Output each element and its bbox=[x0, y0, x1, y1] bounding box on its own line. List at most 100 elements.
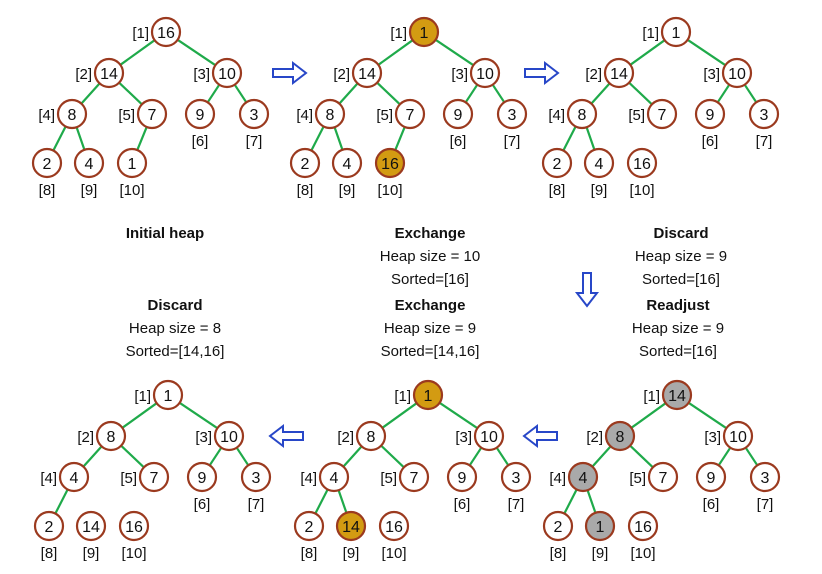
heap-node-value: 14 bbox=[342, 519, 360, 536]
heap-node bbox=[566, 98, 598, 130]
heap-node bbox=[695, 461, 727, 493]
heap-node-value: 8 bbox=[578, 107, 587, 124]
heap-index-label: [2] bbox=[586, 429, 603, 446]
heap-index-label: [7] bbox=[757, 496, 774, 513]
heap-index-label: [9] bbox=[591, 182, 608, 199]
heap-node bbox=[394, 98, 426, 130]
heap-node bbox=[289, 147, 321, 179]
heap-node bbox=[150, 16, 182, 48]
heap-node bbox=[75, 510, 107, 542]
heap-node-value: 9 bbox=[707, 470, 716, 487]
heap-node-value: 2 bbox=[553, 156, 562, 173]
heap-tree-exchange-2: 1[1]8[2]10[3]4[4]7[5]9[6]3[7]2[8]14[9]16… bbox=[293, 379, 532, 562]
heap-index-label: [4] bbox=[548, 107, 565, 124]
heap-node bbox=[184, 98, 216, 130]
heap-index-label: [7] bbox=[756, 133, 773, 150]
heap-node-value: 16 bbox=[157, 25, 175, 42]
tree-edge bbox=[687, 38, 726, 67]
heap-node-value: 8 bbox=[367, 429, 376, 446]
tree-edge bbox=[381, 402, 418, 429]
heap-node-value: 16 bbox=[385, 519, 403, 536]
heap-node-value: 8 bbox=[68, 107, 77, 124]
tree-edge bbox=[380, 444, 405, 469]
heap-node bbox=[374, 147, 406, 179]
heap-node-value: 9 bbox=[454, 107, 463, 124]
heap-node bbox=[749, 461, 781, 493]
heap-index-label: [8] bbox=[301, 545, 318, 562]
heap-node bbox=[351, 57, 383, 89]
heap-index-label: [2] bbox=[585, 66, 602, 83]
heap-node bbox=[213, 420, 245, 452]
tree-edge bbox=[136, 126, 148, 151]
heap-index-label: [1] bbox=[390, 25, 407, 42]
heap-node bbox=[93, 57, 125, 89]
heap-node bbox=[314, 98, 346, 130]
heap-index-label: [5] bbox=[380, 470, 397, 487]
caption-sorted: Sorted=[14,16] bbox=[380, 343, 480, 360]
heap-node-value: 9 bbox=[458, 470, 467, 487]
heap-node bbox=[694, 98, 726, 130]
heap-node bbox=[118, 510, 150, 542]
heap-node-value: 2 bbox=[301, 156, 310, 173]
heap-index-label: [9] bbox=[339, 182, 356, 199]
tree-edge bbox=[563, 488, 578, 515]
heap-node-value: 14 bbox=[82, 519, 100, 536]
heap-node-value: 1 bbox=[596, 519, 605, 536]
heap-index-label: [6] bbox=[450, 133, 467, 150]
tree-edge bbox=[591, 445, 612, 468]
heap-index-label: [6] bbox=[454, 496, 471, 513]
heap-node bbox=[56, 98, 88, 130]
heap-node bbox=[335, 510, 367, 542]
heap-node-value: 10 bbox=[728, 66, 746, 83]
tree-edge bbox=[688, 401, 727, 430]
heap-node-value: 16 bbox=[381, 156, 399, 173]
caption-title: Discard bbox=[653, 225, 709, 242]
heap-index-label: [6] bbox=[702, 133, 719, 150]
heap-index-label: [10] bbox=[381, 545, 406, 562]
heap-node-value: 1 bbox=[164, 388, 173, 405]
heap-node bbox=[152, 379, 184, 411]
heap-node-value: 14 bbox=[358, 66, 376, 83]
tree-edge bbox=[177, 38, 216, 67]
heap-index-label: [7] bbox=[504, 133, 521, 150]
heap-node bbox=[567, 461, 599, 493]
heap-index-label: [1] bbox=[132, 25, 149, 42]
heap-node-value: 2 bbox=[43, 156, 52, 173]
heap-index-label: [8] bbox=[297, 182, 314, 199]
heap-node bbox=[240, 461, 272, 493]
heap-node-value: 8 bbox=[326, 107, 335, 124]
tree-edge bbox=[52, 125, 67, 152]
caption-sorted: Sorted=[16] bbox=[639, 343, 717, 360]
heap-node bbox=[73, 147, 105, 179]
caption-heap-size: Heap size = 8 bbox=[128, 320, 222, 337]
heap-node-value: 3 bbox=[508, 107, 517, 124]
heap-node bbox=[116, 147, 148, 179]
heap-node bbox=[58, 461, 90, 493]
heap-node bbox=[398, 461, 430, 493]
caption-sorted: Sorted=[14,16] bbox=[125, 343, 225, 360]
heap-tree-initial: 16[1]14[2]10[3]8[4]7[5]9[6]3[7]2[8]4[9]1… bbox=[31, 16, 270, 199]
tree-edge bbox=[743, 84, 758, 103]
caption-heap-size: Heap size = 9 bbox=[634, 248, 728, 265]
caption-initial-heap: Initial heap bbox=[90, 222, 240, 245]
caption-title: Exchange bbox=[394, 297, 466, 314]
heap-index-label: [1] bbox=[642, 25, 659, 42]
heap-node-value: 7 bbox=[148, 107, 157, 124]
heap-node bbox=[238, 98, 270, 130]
heap-index-label: [8] bbox=[549, 182, 566, 199]
heap-index-label: [2] bbox=[77, 429, 94, 446]
heap-index-label: [4] bbox=[296, 107, 313, 124]
heap-index-label: [5] bbox=[376, 107, 393, 124]
tree-edge bbox=[586, 489, 597, 514]
heap-index-label: [7] bbox=[246, 133, 263, 150]
heap-node bbox=[721, 57, 753, 89]
heap-node-value: 2 bbox=[305, 519, 314, 536]
tree-edge bbox=[377, 39, 414, 66]
heap-index-label: [5] bbox=[629, 470, 646, 487]
heap-index-label: [3] bbox=[195, 429, 212, 446]
heap-node bbox=[542, 510, 574, 542]
caption-exchange-1: Exchange Heap size = 10 Sorted=[16] bbox=[355, 222, 505, 291]
heap-node bbox=[33, 510, 65, 542]
tree-edge bbox=[629, 39, 666, 66]
caption-title: Discard bbox=[147, 297, 203, 314]
